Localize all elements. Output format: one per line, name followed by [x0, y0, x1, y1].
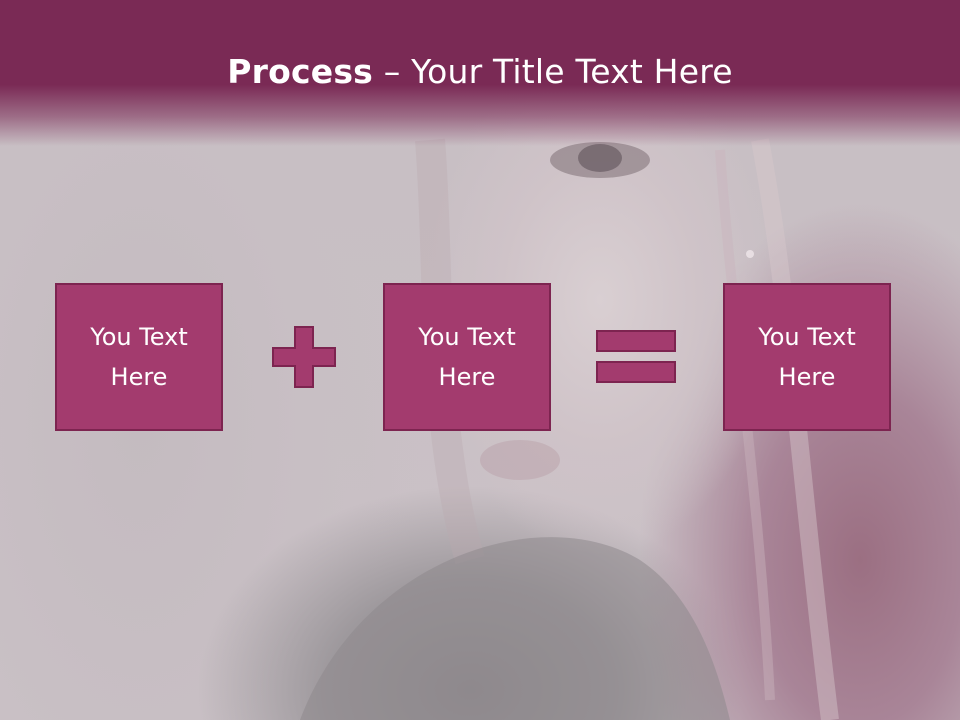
slide-title: Process – Your Title Text Here	[0, 52, 960, 91]
process-box-1[interactable]: You Text Here	[55, 283, 223, 431]
title-bold-part: Process	[227, 52, 374, 91]
process-box-2[interactable]: You Text Here	[383, 283, 551, 431]
title-bar	[0, 0, 960, 146]
plus-icon	[272, 326, 336, 388]
equals-icon	[596, 330, 676, 383]
title-rest-part: – Your Title Text Here	[373, 52, 733, 91]
process-box-3[interactable]: You Text Here	[723, 283, 891, 431]
